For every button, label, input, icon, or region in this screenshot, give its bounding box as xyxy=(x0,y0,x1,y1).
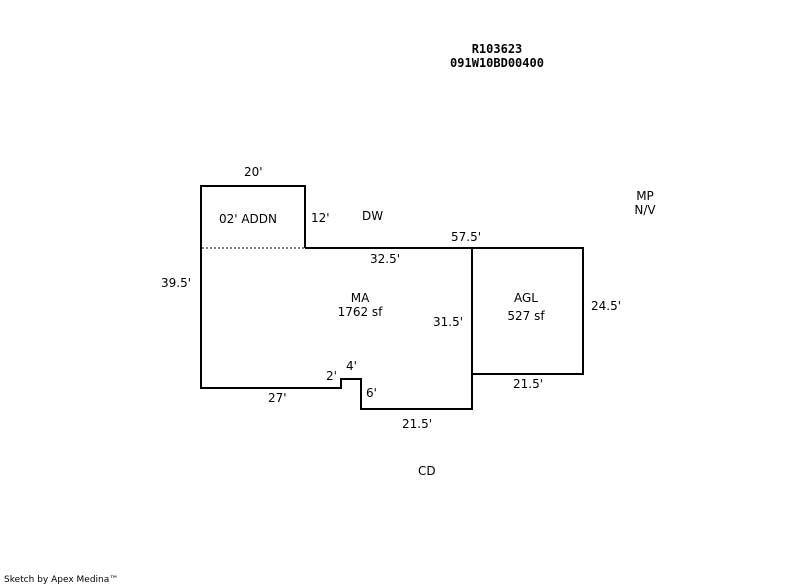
main-area-outline xyxy=(200,247,473,410)
main-area-label: MA 1762 sf xyxy=(338,291,383,319)
header-block: R103623 091W10BD00400 xyxy=(450,42,544,70)
dim-garage-bottom: 21.5' xyxy=(513,377,544,391)
garage-size: 527 sf xyxy=(507,309,545,323)
dim-notch-rise: 2' xyxy=(326,369,337,383)
garage-label: AGL 527 sf xyxy=(507,291,544,323)
driveway-label: DW xyxy=(362,209,384,223)
main-area-size: 1762 sf xyxy=(337,305,383,319)
dim-addn-top: 20' xyxy=(244,165,263,179)
account-id: R103623 xyxy=(471,42,523,56)
dim-main-bottom-right: 21.5' xyxy=(402,417,433,431)
mp-label: MP N/V xyxy=(634,189,655,217)
garage-name: AGL xyxy=(514,291,538,305)
mp-line-2: N/V xyxy=(634,203,656,217)
mp-line-1: MP xyxy=(636,189,654,203)
sketch-credit: Sketch by Apex Medina™ xyxy=(4,575,119,585)
cd-label: CD xyxy=(418,464,436,478)
dim-main-top-total: 57.5' xyxy=(451,230,482,244)
dim-main-top-segment: 32.5' xyxy=(370,252,401,266)
dim-main-bottom-left: 27' xyxy=(268,391,287,405)
parcel-id: 091W10BD00400 xyxy=(450,56,544,70)
garage-outline xyxy=(472,247,584,375)
addition-label: 02' ADDN xyxy=(218,212,278,226)
main-area-name: MA xyxy=(350,291,370,305)
dim-main-right: 31.5' xyxy=(433,315,464,329)
dim-notch-top: 4' xyxy=(346,359,357,373)
dim-addn-right: 12' xyxy=(311,211,330,225)
dim-garage-right: 24.5' xyxy=(591,299,622,313)
dim-main-left: 39.5' xyxy=(161,276,192,290)
dim-notch-drop: 6' xyxy=(366,386,377,400)
addition-outline xyxy=(200,185,306,248)
